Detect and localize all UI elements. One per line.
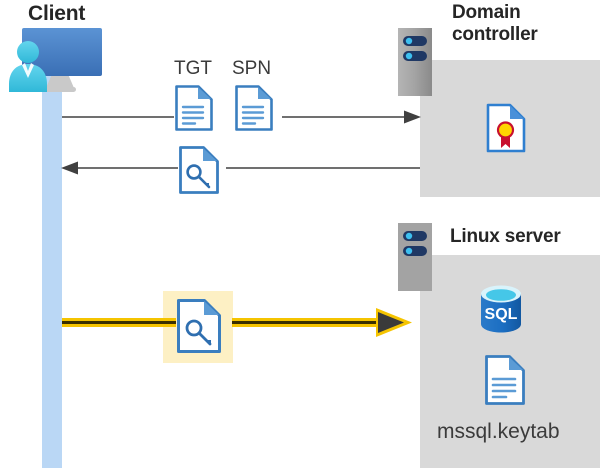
flow-request-arrow [62, 110, 421, 124]
keytab-document-icon [484, 354, 526, 406]
spn-document-icon [234, 84, 274, 132]
flow-service-ticket-arrow [62, 308, 412, 337]
sql-icon-text: SQL [485, 306, 518, 323]
sql-database-icon: SQL [477, 283, 525, 335]
domain-controller-title: Domain controller [452, 2, 538, 46]
keytab-filename-label: mssql.keytab [437, 420, 560, 443]
tgt-document-icon [174, 84, 214, 132]
client-lifeline [42, 66, 62, 468]
client-title: Client [28, 2, 86, 25]
ticket-key-document-icon [178, 145, 220, 195]
flow-response-arrow [61, 161, 420, 175]
tgt-label: TGT [174, 58, 212, 79]
domain-controller-rack-icon [398, 28, 432, 96]
client-computer-icon [6, 26, 114, 102]
linux-server-title: Linux server [450, 226, 561, 247]
service-ticket-key-document-icon [176, 298, 222, 354]
spn-label: SPN [232, 58, 272, 79]
linux-server-rack-icon [398, 223, 432, 291]
certificate-icon [486, 103, 526, 153]
